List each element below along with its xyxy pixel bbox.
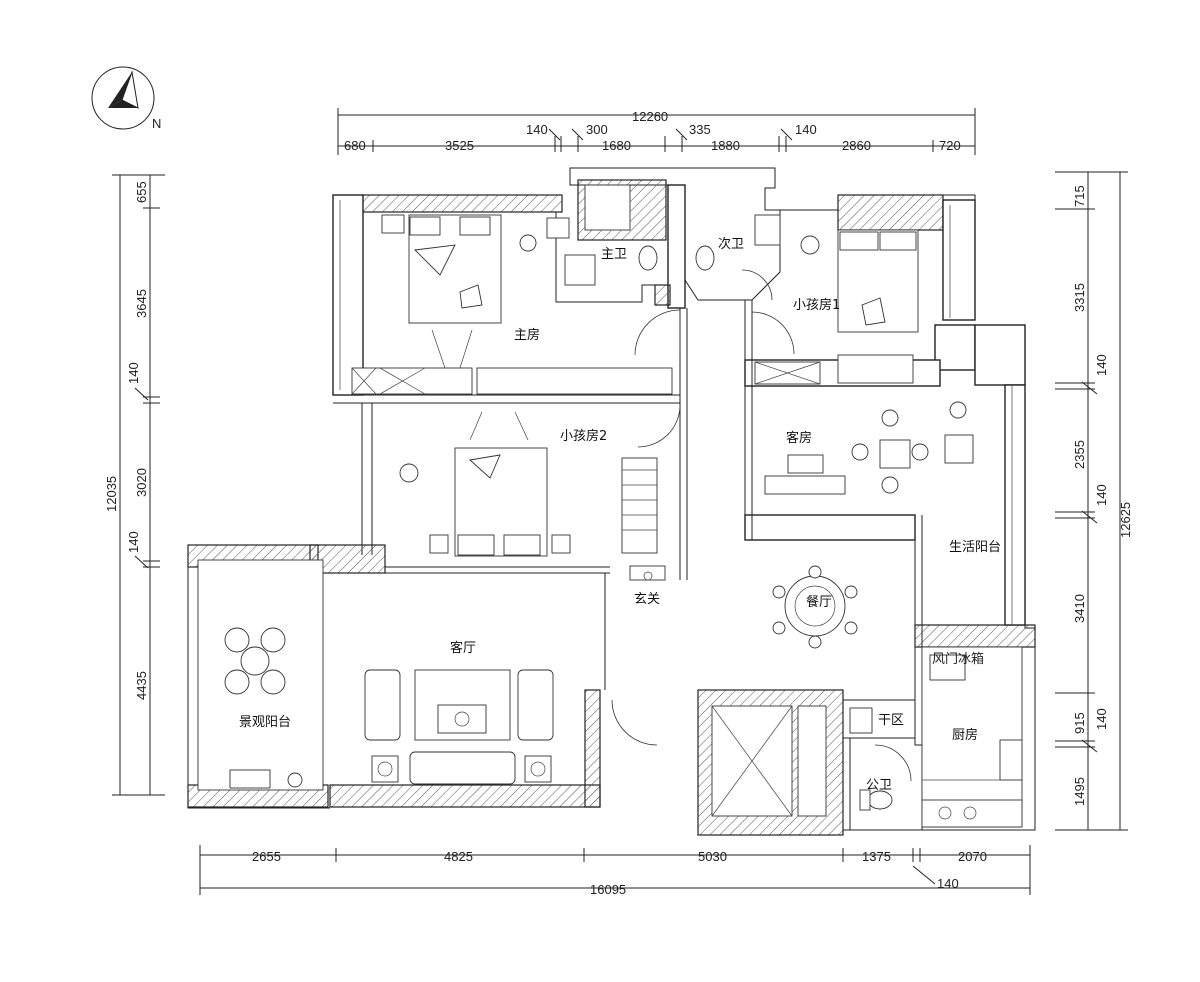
right-dimension-2355: 2355 — [1072, 440, 1087, 469]
room-label-kids-room-2: 小孩房2 — [560, 428, 607, 444]
room-label-kitchen: 厨房 — [952, 727, 978, 743]
room-label-guest-room: 客房 — [786, 430, 812, 446]
top-dimension-300: 300 — [586, 122, 608, 137]
left-dimension-labels: 655 3645 140 3020 140 4435 12035 — [104, 181, 149, 700]
left-dimension-140a: 140 — [126, 362, 141, 384]
top-dimension-140a: 140 — [526, 122, 548, 137]
north-arrow-icon — [91, 66, 155, 130]
left-dimension-3645: 3645 — [134, 289, 149, 318]
bottom-dimension-140: 140 — [937, 876, 959, 891]
fridge-label: 风门冰箱 — [932, 651, 984, 666]
left-total-dimension: 12035 — [104, 476, 119, 512]
right-dimension-715: 715 — [1072, 185, 1087, 207]
room-label-master-bath: 主卫 — [601, 247, 627, 262]
room-label-dry-area: 干区 — [878, 713, 904, 728]
right-dimension-140c: 140 — [1094, 708, 1109, 730]
room-label-entrance: 玄关 — [634, 592, 660, 607]
room-label-dining: 餐厅 — [806, 594, 832, 610]
bottom-dimension-lines — [199, 845, 1031, 895]
room-label-second-bath: 次卫 — [718, 236, 744, 252]
walls — [187, 167, 1036, 836]
left-dimension-140b: 140 — [126, 531, 141, 553]
bottom-dimension-5030: 5030 — [698, 849, 727, 864]
right-dimension-lines — [1055, 171, 1128, 831]
bottom-dimension-2070: 2070 — [958, 849, 987, 864]
left-dimension-lines — [112, 174, 165, 796]
top-dimension-2860: 2860 — [842, 138, 871, 153]
top-total-dimension: 12260 — [632, 109, 668, 124]
right-dimension-140a: 140 — [1094, 354, 1109, 376]
right-dimension-915: 915 — [1072, 712, 1087, 734]
room-label-master-bedroom: 主房 — [514, 327, 540, 343]
top-dimension-140b: 140 — [795, 122, 817, 137]
right-total-dimension: 12625 — [1118, 502, 1133, 538]
furniture — [224, 184, 1023, 820]
right-dimension-3410: 3410 — [1072, 594, 1087, 623]
top-dimension-lines — [337, 108, 976, 155]
right-dimension-3315: 3315 — [1072, 283, 1087, 312]
room-label-public-bath: 公卫 — [866, 778, 892, 793]
top-dimension-1680: 1680 — [602, 138, 631, 153]
bottom-dimension-4825: 4825 — [444, 849, 473, 864]
top-dimension-1880: 1880 — [711, 138, 740, 153]
room-label-view-balcony: 景观阳台 — [239, 715, 291, 730]
bottom-dimension-2655: 2655 — [252, 849, 281, 864]
top-dimension-680: 680 — [344, 138, 366, 153]
room-label-utility-balcony: 生活阳台 — [949, 540, 1001, 555]
right-dimension-labels: 715 3315 140 2355 140 3410 915 140 1495 … — [1072, 185, 1133, 806]
left-dimension-3020: 3020 — [134, 468, 149, 497]
top-dimension-3525: 3525 — [445, 138, 474, 153]
room-label-living-room: 客厅 — [450, 640, 476, 656]
room-label-kids-room-1: 小孩房1 — [793, 297, 840, 313]
left-dimension-4435: 4435 — [134, 671, 149, 700]
top-dimension-720: 720 — [939, 138, 961, 153]
room-labels: 主卫 次卫 主房 小孩房1 小孩房2 客房 生活阳台 餐厅 玄关 客厅 景观阳台… — [239, 236, 1001, 793]
left-dimension-655: 655 — [134, 181, 149, 203]
right-dimension-1495: 1495 — [1072, 777, 1087, 806]
top-dimension-335: 335 — [689, 122, 711, 137]
bottom-dimension-1375: 1375 — [862, 849, 891, 864]
right-dimension-140b: 140 — [1094, 484, 1109, 506]
doors — [611, 269, 912, 782]
bottom-total-dimension: 16095 — [590, 882, 626, 897]
north-label: N — [152, 116, 161, 131]
